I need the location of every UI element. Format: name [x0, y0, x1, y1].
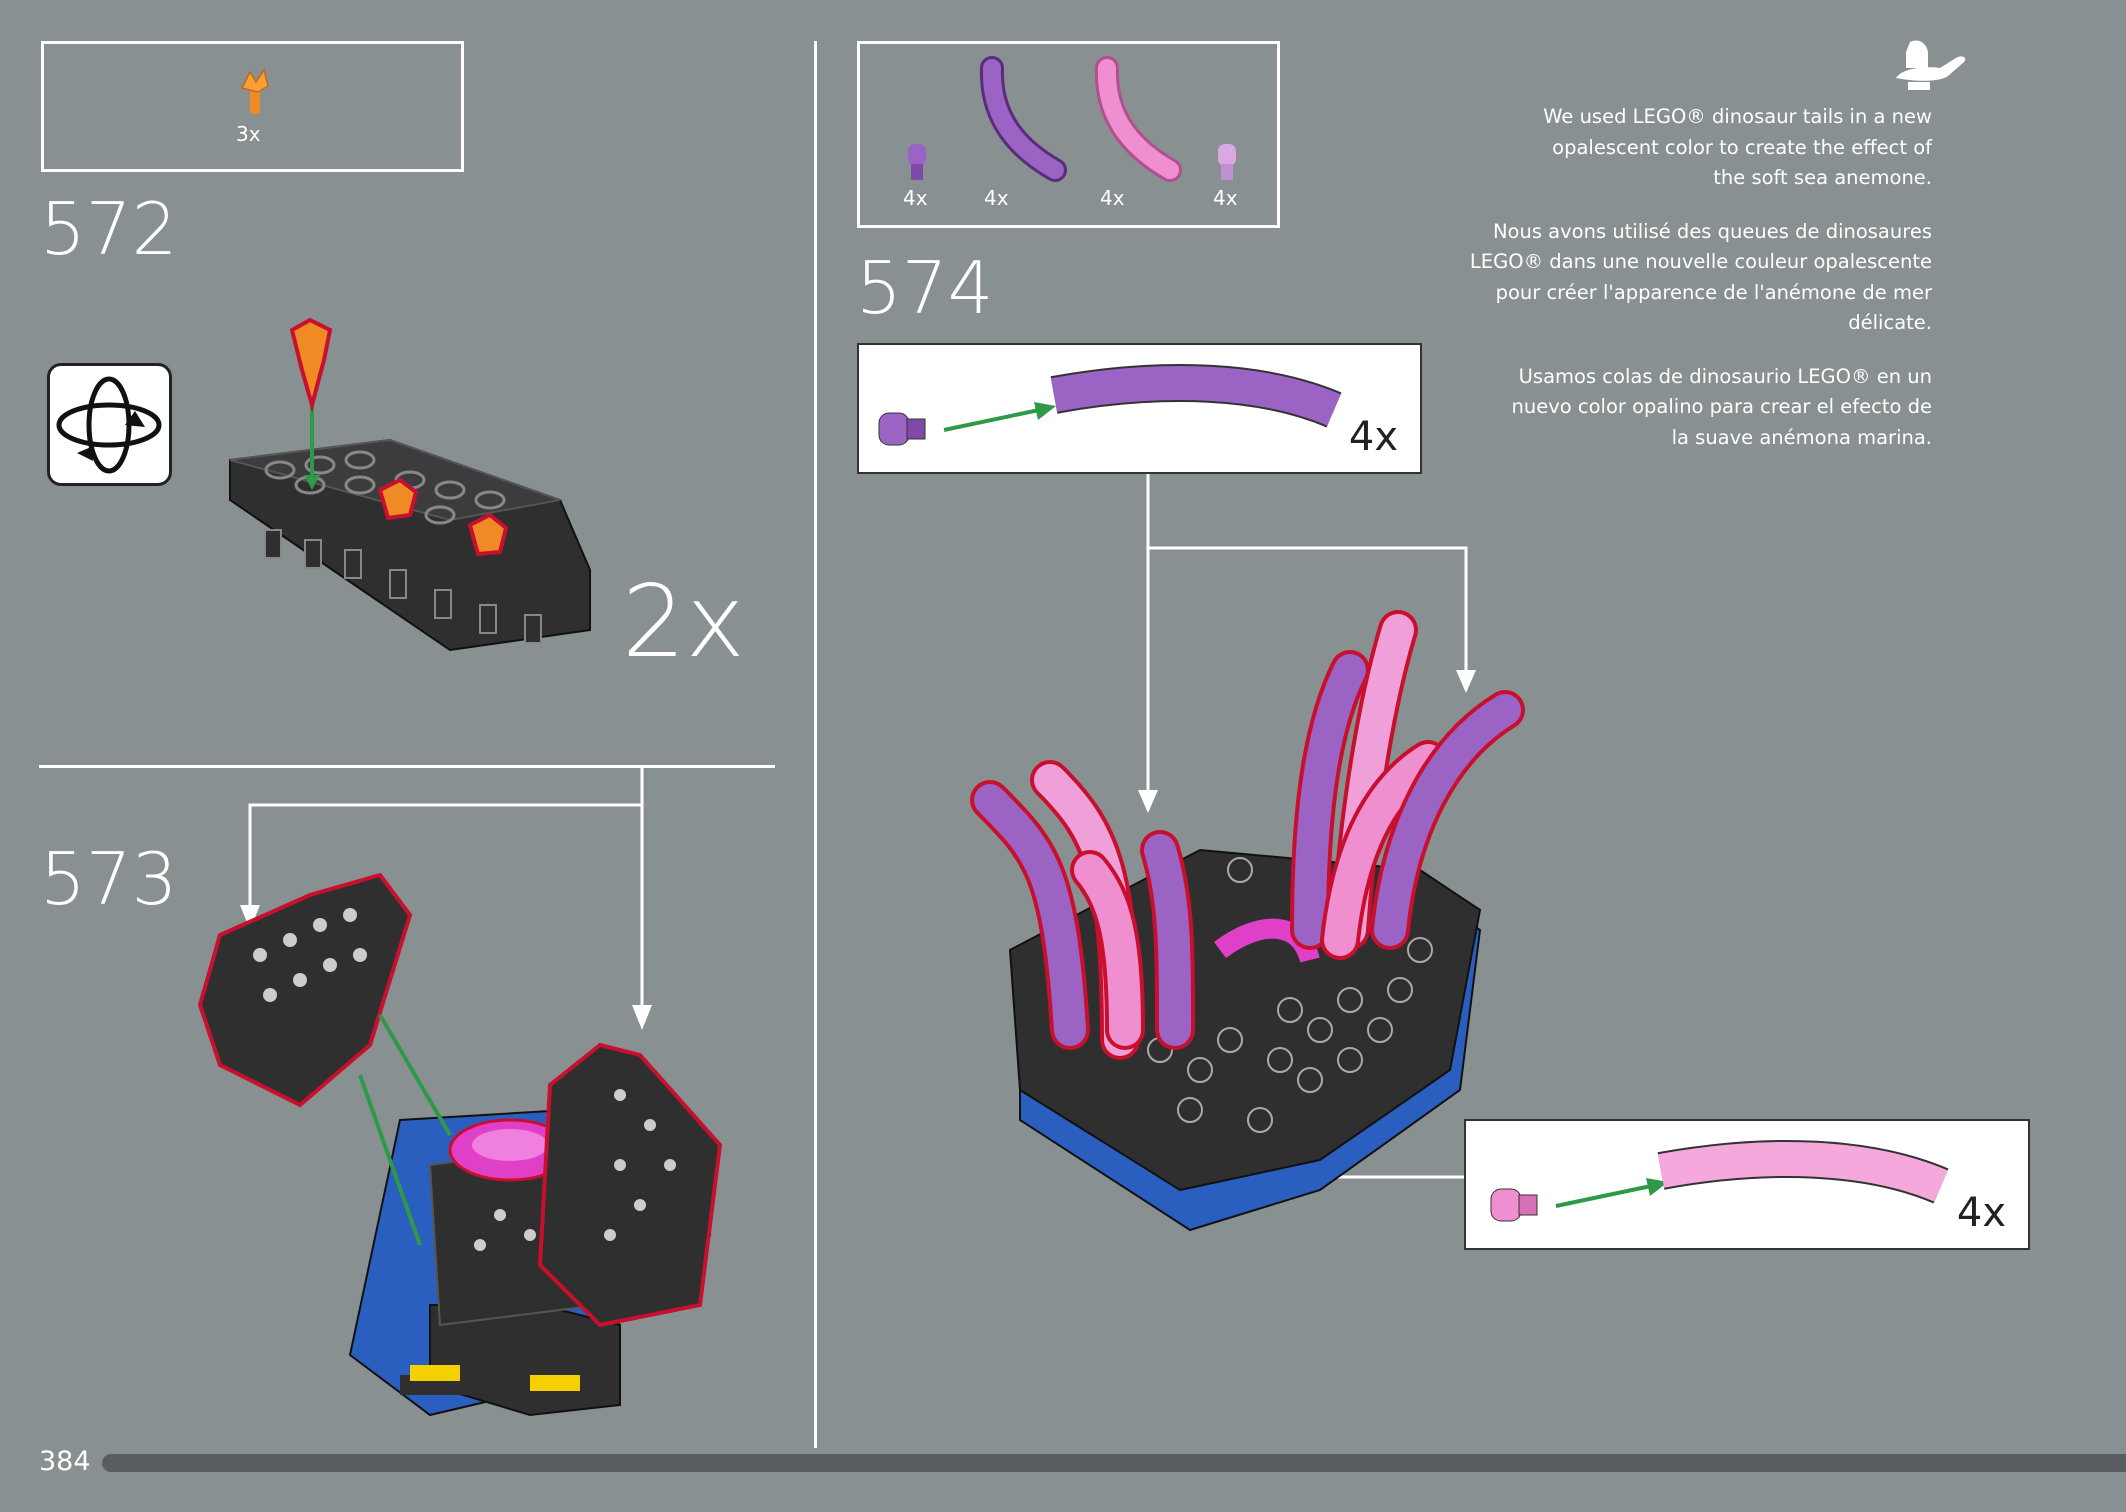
step-572-multiplier: 2x	[622, 563, 745, 680]
green-arrow-icon	[943, 402, 1056, 432]
part-quantity: 4x	[903, 186, 928, 210]
page-number: 384	[39, 1446, 91, 1477]
orange-flower-part-icon	[240, 68, 269, 114]
rotate-model-icon	[47, 363, 172, 486]
step-number-572: 572	[40, 187, 178, 271]
page-divider-vertical	[814, 41, 817, 1448]
note-english: We used LEGO® dinosaur tails in a new op…	[1543, 105, 1932, 189]
part-quantity: 3x	[236, 122, 261, 146]
lilac-cap-part-icon	[1218, 144, 1236, 180]
step-number-573: 573	[40, 837, 178, 921]
pink-tail-part-icon	[1094, 56, 1182, 182]
step-572-parts-box: 3x	[41, 41, 464, 172]
step-divider-horizontal	[39, 765, 775, 768]
callout-quantity: 4x	[1956, 1190, 2006, 1236]
green-arrow-icon	[1555, 1178, 1668, 1208]
pink-tail-icon	[1657, 1140, 1949, 1204]
part-quantity: 4x	[1213, 186, 1238, 210]
part-quantity: 4x	[1100, 186, 1125, 210]
part-quantity: 4x	[984, 186, 1009, 210]
purple-cap-part-icon	[908, 144, 926, 180]
step-574-illustration	[970, 470, 1525, 1232]
note-text: We used LEGO® dinosaur tails in a new op…	[1372, 102, 1932, 476]
callout-pink-tail: 4x	[1464, 1119, 2030, 1250]
note-spanish: Usamos colas de dinosaurio LEGO® en un n…	[1511, 364, 1933, 449]
purple-tail-part-icon	[979, 56, 1067, 182]
step-574-parts-box: 4x 4x 4x 4x	[857, 41, 1280, 228]
pink-cap-icon	[1490, 1188, 1538, 1222]
note-french: Nous avons utilisé des queues de dinosau…	[1469, 219, 1932, 335]
callout-quantity: 4x	[1348, 414, 1398, 460]
callout-purple-tail: 4x	[857, 343, 1422, 474]
progress-bar	[102, 1454, 2126, 1472]
step-number-574: 574	[856, 246, 994, 330]
purple-cap-icon	[878, 412, 926, 446]
step-572-illustration	[229, 317, 591, 652]
step-573-illustration	[197, 765, 723, 1417]
purple-tail-icon	[1050, 364, 1342, 428]
genie-lamp-icon	[1896, 40, 1966, 90]
